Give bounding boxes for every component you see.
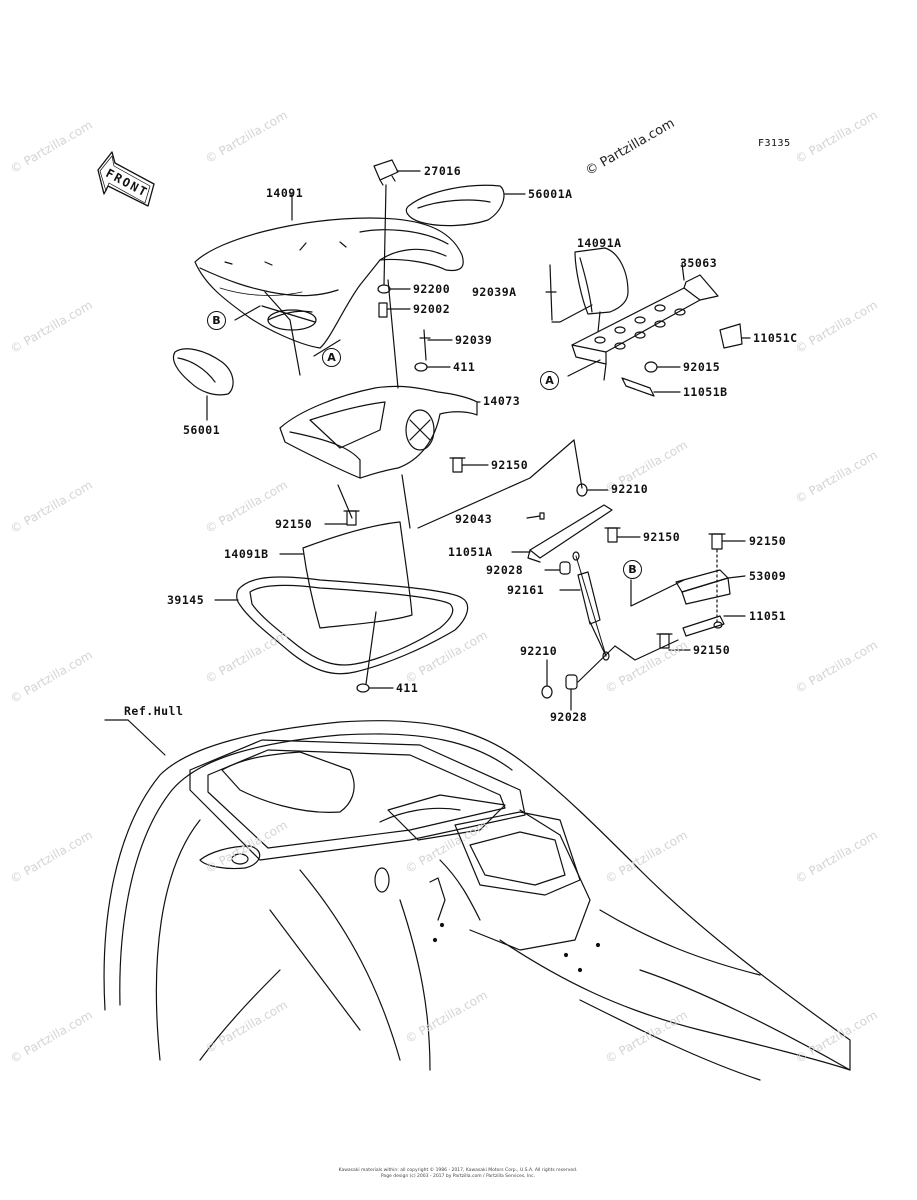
callout-a-right: A xyxy=(540,371,559,390)
part-label: 53009 xyxy=(749,569,787,583)
part-label: 92028 xyxy=(486,563,524,577)
figure-code: F3135 xyxy=(758,138,791,149)
part-label: 14091B xyxy=(224,547,269,561)
copyright-footer-1: Kawasaki materials within: all copyright… xyxy=(338,1168,578,1173)
part-14073 xyxy=(280,386,480,478)
part-label: 27016 xyxy=(424,164,462,178)
part-label: 411 xyxy=(396,681,419,695)
part-label: 39145 xyxy=(167,593,205,607)
part-92161 xyxy=(560,552,609,660)
part-label: 11051B xyxy=(683,385,728,399)
part-label: 92150 xyxy=(643,530,681,544)
callout-b-upper: B xyxy=(207,311,226,330)
part-label: 35063 xyxy=(680,256,718,270)
part-14091A xyxy=(575,248,628,332)
part-label: 11051C xyxy=(753,331,798,345)
part-label: 411 xyxy=(453,360,476,374)
part-label: 92015 xyxy=(683,360,721,374)
part-label: 92210 xyxy=(611,482,649,496)
part-11051A xyxy=(512,505,612,562)
part-56001A xyxy=(406,185,525,225)
part-label: 56001 xyxy=(183,423,221,437)
part-label: 92150 xyxy=(693,643,731,657)
part-label: 92039A xyxy=(472,285,517,299)
part-27016 xyxy=(374,160,420,285)
part-11051 xyxy=(683,616,745,636)
part-14091 xyxy=(195,195,463,348)
part-92039A xyxy=(546,265,592,322)
part-92150-e xyxy=(657,634,690,650)
part-14091B xyxy=(280,522,412,628)
part-label: 92210 xyxy=(520,644,558,658)
part-label: 92200 xyxy=(413,282,451,296)
part-11051B xyxy=(622,378,680,396)
callout-b-right: B xyxy=(623,560,642,579)
part-39145 xyxy=(215,577,468,674)
part-label: 14073 xyxy=(483,394,521,408)
part-label: 11051 xyxy=(749,609,787,623)
part-53009 xyxy=(676,570,745,604)
part-label: 14091 xyxy=(266,186,304,200)
copyright-footer-2: Page design (c) 2003 - 2017 by Partzilla… xyxy=(380,1174,536,1179)
part-92002 xyxy=(379,303,410,317)
part-56001 xyxy=(173,349,233,420)
part-label: 92150 xyxy=(275,517,313,531)
part-411-bottom xyxy=(357,684,369,692)
part-92150-b xyxy=(325,511,359,525)
part-92015 xyxy=(645,362,680,372)
part-label: 92028 xyxy=(550,710,588,724)
part-411-top xyxy=(415,363,427,371)
part-92039 xyxy=(420,330,452,360)
part-35063 xyxy=(572,263,718,380)
part-92028-b xyxy=(566,675,577,710)
part-92150-c xyxy=(605,528,640,542)
part-label: 92150 xyxy=(749,534,787,548)
part-11051C xyxy=(720,324,750,348)
part-92210-b xyxy=(542,686,552,698)
part-92028-a xyxy=(545,562,570,574)
ref-hull-label: Ref.Hull xyxy=(124,704,184,718)
part-label: 11051A xyxy=(448,545,493,559)
part-92150-a xyxy=(450,458,488,472)
callout-a-upper: A xyxy=(322,348,341,367)
part-label: 92039 xyxy=(455,333,493,347)
part-92043 xyxy=(527,513,544,519)
part-label: 92043 xyxy=(455,512,493,526)
part-label: 92002 xyxy=(413,302,451,316)
part-92150-d xyxy=(709,534,745,625)
front-arrow-icon xyxy=(98,152,154,206)
part-label: 92150 xyxy=(491,458,529,472)
part-label: 56001A xyxy=(528,187,573,201)
part-label: 92161 xyxy=(507,583,545,597)
hull-outline xyxy=(104,720,850,1080)
part-label: 14091A xyxy=(577,236,622,250)
